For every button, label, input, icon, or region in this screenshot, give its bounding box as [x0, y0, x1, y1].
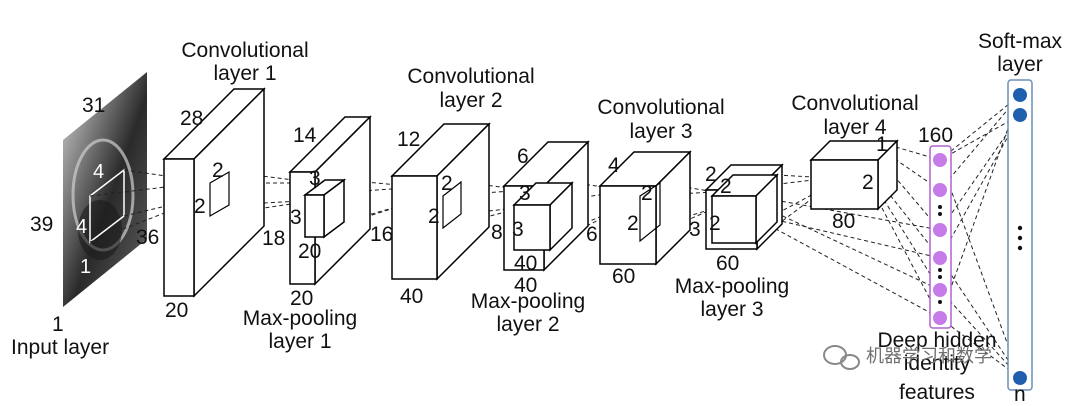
- conv3-height-label: 6: [586, 224, 598, 246]
- conv3-kernel-w-label: 2: [641, 183, 653, 205]
- pool3-depth-label: 60: [716, 253, 739, 275]
- input-filter-w-label: 4: [93, 161, 104, 183]
- pool2-title-line2: layer 2: [428, 314, 628, 336]
- watermark-text: 机器学习和数学: [866, 345, 992, 367]
- pool2-width-label: 6: [517, 146, 529, 168]
- conv4-title-line1: Convolutional: [760, 93, 950, 115]
- pool2-kernel-w-label: 3: [519, 183, 531, 205]
- pool3-title-line2: layer 3: [632, 299, 832, 321]
- conv1-kernel-w-label: 2: [212, 160, 224, 182]
- deepid-size-label: 160: [918, 125, 953, 147]
- pool3-height-label: 3: [689, 219, 701, 241]
- pool3-title-line1: Max-pooling: [632, 276, 832, 298]
- softmax-size-label: n: [1014, 384, 1026, 406]
- conv2-title-line2: layer 2: [376, 90, 566, 112]
- pool3-kernel-h-label: 2: [709, 213, 721, 235]
- conv2-kernel-w-label: 2: [441, 173, 453, 195]
- input-width-label: 31: [82, 95, 105, 117]
- pool3-kernel-w-label: 2: [720, 176, 732, 198]
- conv2-width-label: 12: [397, 129, 420, 151]
- input-filter-h-label: 4: [76, 216, 87, 238]
- pool1-height-label: 18: [262, 228, 285, 250]
- pool1-kernel-w-label: 3: [309, 168, 321, 190]
- pool2-kernel-h-label: 3: [512, 219, 524, 241]
- conv1-height-label: 36: [136, 227, 159, 249]
- pool2-title-line1: Max-pooling: [428, 291, 628, 313]
- conv3-title-line2: layer 3: [566, 121, 756, 143]
- pool2-height-label: 8: [491, 222, 503, 244]
- conv3-title-line1: Convolutional: [566, 97, 756, 119]
- conv2-depth-label: 40: [400, 286, 423, 308]
- pool1-kernel-h-label: 3: [290, 207, 302, 229]
- input-depth-label: 1: [52, 314, 64, 336]
- conv2-title-line1: Convolutional: [376, 66, 566, 88]
- softmax-title-line2: layer: [955, 54, 1084, 76]
- conv1-depth-label: 20: [165, 300, 188, 322]
- softmax-column: [1008, 80, 1032, 390]
- input-filter-d-label: 1: [80, 256, 91, 278]
- conv1-title-line2: layer 1: [150, 63, 340, 85]
- pool1-width-label: 14: [293, 125, 316, 147]
- softmax-title-line1: Soft-max: [955, 31, 1084, 53]
- input-height-label: 39: [30, 214, 53, 236]
- wechat-icon: [824, 346, 859, 369]
- deepid-column: [930, 146, 951, 328]
- pool1-title-line1: Max-pooling: [200, 308, 400, 330]
- conv3-kernel-h-label: 2: [627, 213, 639, 235]
- pool3-block: [706, 165, 782, 249]
- pool1-title-line2: layer 1: [200, 331, 400, 353]
- conv4-width-label: 1: [876, 134, 888, 156]
- conv2-height-label: 16: [370, 224, 393, 246]
- conv1-kernel-h-label: 2: [194, 196, 206, 218]
- conv1-block: [164, 89, 264, 296]
- conv2-kernel-h-label: 2: [428, 206, 440, 228]
- conv1-width-label: 28: [180, 108, 203, 130]
- input-layer-title: Input layer: [11, 337, 109, 359]
- conv4-depth-label: 80: [832, 211, 855, 233]
- pool2-kernel-d-label: 40: [514, 253, 537, 275]
- deepid-title-line3: features: [872, 382, 1002, 404]
- conv3-width-label: 4: [608, 155, 620, 177]
- pool1-kernel-d-label: 20: [298, 241, 321, 263]
- pool3-width-label: 2: [705, 164, 717, 186]
- conv1-title-line1: Convolutional: [150, 40, 340, 62]
- conv4-height-label: 2: [862, 172, 874, 194]
